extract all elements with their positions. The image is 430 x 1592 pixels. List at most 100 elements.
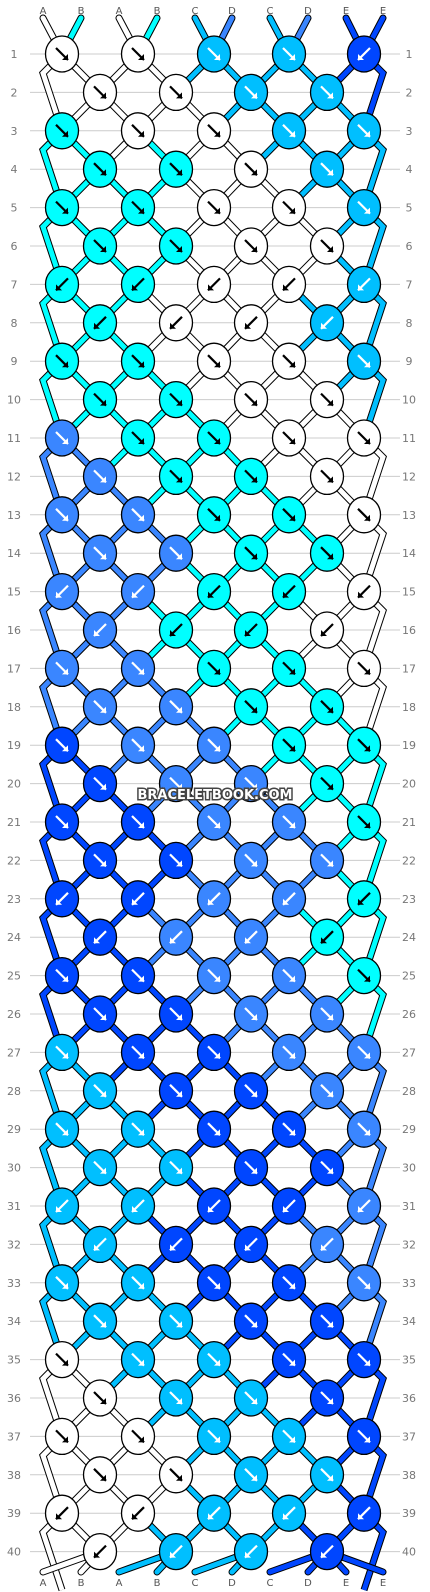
row-number-left: 19: [7, 739, 21, 752]
knot: [271, 803, 307, 841]
watermark-text: BRACELETBOOK.COM: [138, 788, 293, 803]
knot: [120, 112, 156, 150]
knot: [44, 726, 80, 764]
knot-arrow-head: [283, 898, 289, 905]
knot: [271, 1110, 307, 1148]
knot: [82, 688, 118, 726]
knot-arrow-head: [321, 937, 327, 944]
knot-arrow-head: [327, 169, 333, 176]
row-number-right: 20: [402, 778, 416, 791]
knot-arrow-head: [364, 1436, 370, 1443]
knot-arrow-head: [56, 1206, 62, 1212]
knot-arrow-head: [251, 706, 257, 713]
knot-arrow-head: [138, 745, 144, 752]
row-number-left: 7: [11, 278, 18, 291]
knot: [158, 918, 194, 956]
knot: [309, 380, 345, 419]
strand-label-top: B: [78, 6, 85, 17]
knot-arrow-head: [94, 630, 100, 636]
knot-arrow-head: [170, 1551, 176, 1558]
row-number-left: 13: [7, 509, 21, 522]
row-number-left: 28: [7, 1085, 21, 1098]
row-number-left: 24: [7, 931, 21, 944]
knot-arrow-head: [327, 1090, 333, 1097]
row-number-left: 37: [7, 1430, 21, 1443]
knot-arrow-head: [214, 54, 220, 60]
strand-label-bottom: A: [116, 1578, 123, 1589]
knot-arrow-head: [251, 553, 257, 560]
knot: [309, 918, 345, 956]
knot: [309, 1148, 345, 1187]
knot: [120, 803, 156, 841]
knot-arrow-head: [100, 553, 106, 560]
knot-arrow-head: [100, 860, 106, 867]
knot: [158, 995, 194, 1033]
knot: [346, 726, 382, 764]
knot-arrow-head: [364, 514, 370, 521]
knot: [196, 1494, 232, 1532]
row-number-right: 18: [402, 701, 416, 714]
knot: [271, 1187, 307, 1225]
knot-arrow-head: [176, 1398, 182, 1404]
knot-arrow-head: [132, 284, 138, 291]
knot: [158, 1456, 194, 1494]
knot: [196, 1187, 232, 1225]
knot: [346, 342, 382, 380]
knot: [346, 803, 382, 841]
row-number-left: 1: [11, 48, 18, 61]
knot: [196, 880, 232, 918]
row-number-right: 12: [402, 470, 416, 483]
knot: [309, 764, 345, 803]
strand-label-top: A: [116, 6, 123, 17]
knot-arrow-head: [214, 822, 220, 828]
row-number-right: 6: [406, 240, 413, 253]
knot: [44, 1033, 80, 1072]
knot-arrow-head: [176, 1167, 182, 1174]
row-number-left: 39: [7, 1507, 21, 1520]
knot: [196, 188, 232, 227]
row-number-left: 26: [7, 1008, 21, 1021]
strand-label-top: C: [267, 6, 274, 17]
knot-arrow-head: [138, 1129, 144, 1136]
row-number-left: 27: [7, 1046, 21, 1059]
knot: [233, 764, 269, 803]
row-number-left: 14: [7, 547, 21, 560]
row-number-right: 1: [406, 48, 413, 61]
knot: [158, 150, 194, 188]
knot-arrow-head: [245, 630, 251, 636]
row-number-right: 4: [406, 163, 413, 176]
strand-label-top: A: [40, 6, 47, 17]
knot-arrow-head: [245, 1551, 251, 1558]
row-number-right: 38: [402, 1469, 416, 1482]
knot-arrow-head: [94, 322, 100, 329]
row-number-right: 13: [402, 509, 416, 522]
knot-arrow-head: [138, 438, 144, 444]
row-number-left: 29: [7, 1123, 21, 1136]
strand-label-bottom: B: [78, 1578, 85, 1589]
knot-arrow-head: [327, 1167, 333, 1174]
knot: [196, 1417, 232, 1456]
knot-arrow-head: [100, 1474, 106, 1481]
knot: [346, 572, 382, 611]
knot: [346, 1417, 382, 1456]
knot-arrow-head: [358, 1513, 364, 1520]
knot-arrow-head: [208, 898, 214, 905]
knot: [158, 611, 194, 649]
knot-arrow-head: [138, 1282, 144, 1289]
knot-arrow-head: [100, 476, 106, 483]
strand-label-bottom: E: [380, 1578, 386, 1589]
row-number-right: 10: [402, 394, 416, 407]
knot-arrow-head: [283, 284, 289, 291]
knot: [346, 1033, 382, 1072]
knot-arrow-head: [62, 130, 68, 137]
knot-arrow-head: [251, 783, 257, 790]
knot: [158, 1072, 194, 1110]
row-number-right: 17: [402, 662, 416, 675]
knot-arrow-head: [289, 514, 295, 521]
knot-arrow-head: [327, 476, 333, 483]
knot-arrow-head: [321, 1551, 327, 1558]
knot-arrow-head: [176, 783, 182, 790]
strand-label-bottom: B: [154, 1578, 161, 1589]
knot: [120, 342, 156, 380]
knot-arrow-head: [245, 937, 251, 944]
